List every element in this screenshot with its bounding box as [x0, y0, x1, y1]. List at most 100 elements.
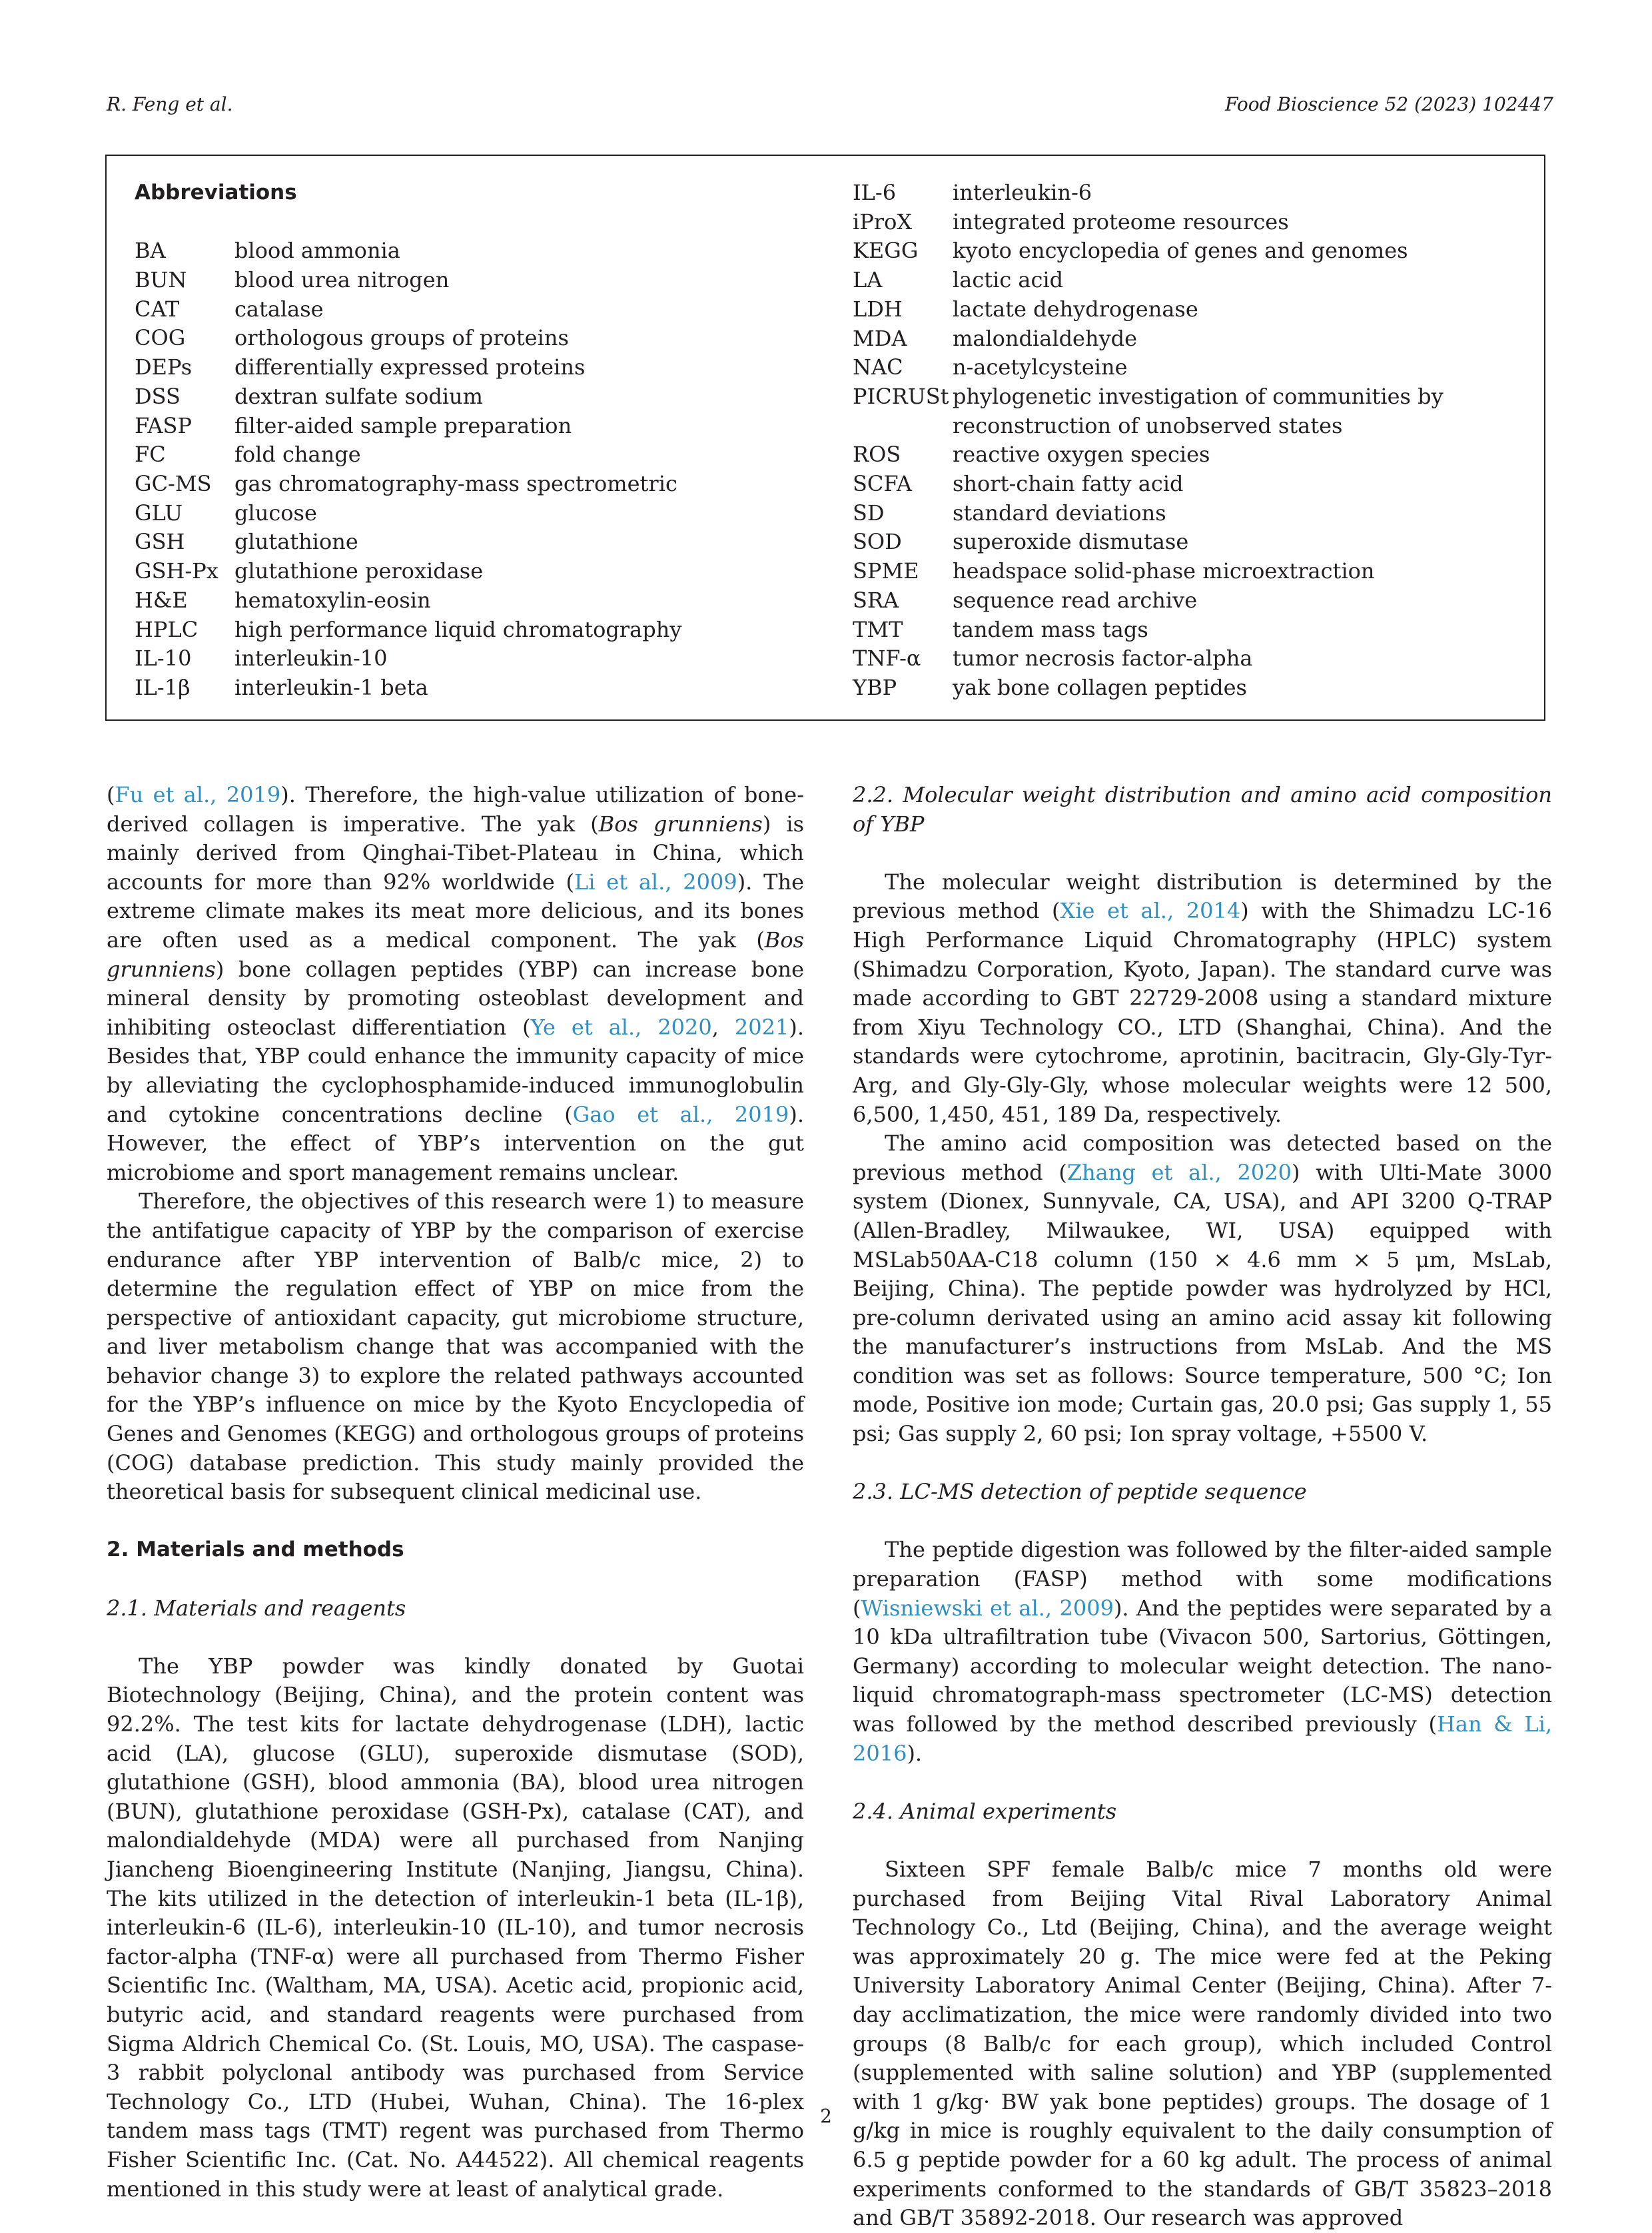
citation-link[interactable]: Li et al., 2009 — [574, 869, 737, 895]
abbreviation-row: IL-1β interleukin-1 beta — [135, 673, 801, 703]
abbreviation-row: BA blood ammonia — [135, 236, 801, 266]
abbreviation-definition: interleukin-1 beta — [234, 674, 428, 700]
abbreviation-term: SD — [853, 500, 885, 526]
abbreviation-definition: filter-aided sample preparation — [234, 412, 572, 438]
abbreviation-term: GSH — [135, 529, 185, 555]
paragraph-amino-acid: The amino acid composition was detected … — [853, 1130, 1553, 1447]
abbreviation-term: TMT — [853, 616, 903, 642]
abbreviation-definition: hematoxylin-eosin — [234, 587, 431, 613]
abbreviation-term: HPLC — [135, 616, 199, 642]
abbreviation-definition: lactate dehydrogenase — [953, 296, 1198, 322]
abbreviation-definition: orthologous groups of proteins — [234, 325, 569, 351]
section-heading: 2. Materials and methods — [107, 1538, 404, 1562]
citation-link[interactable]: Zhang et al., 2020 — [1066, 1159, 1292, 1185]
abbreviation-definition: blood urea nitrogen — [234, 267, 450, 293]
abbreviation-term: H&E — [135, 587, 188, 613]
abbreviation-definition: superoxide dismutase — [953, 529, 1189, 555]
abbreviation-row: BUN blood urea nitrogen — [135, 266, 801, 295]
abbreviation-row: HPLC high performance liquid chromatograp… — [135, 616, 801, 645]
abbreviation-definition: phylogenetic investigation of communitie… — [953, 383, 1444, 438]
abbreviation-row: GLU glucose — [135, 499, 801, 528]
citation-link[interactable]: Fu et al., 2019 — [115, 782, 281, 807]
abbreviation-term: IL-6 — [853, 180, 897, 205]
citation-link[interactable]: 2021 — [734, 1014, 789, 1040]
abbreviation-term: BA — [135, 238, 166, 264]
abbreviation-term: FC — [135, 442, 166, 468]
abbreviation-term: DEPs — [135, 354, 193, 380]
abbreviation-term: MDA — [853, 325, 907, 351]
abbreviation-term: iProX — [853, 209, 913, 234]
abbreviation-definition: gas chromatography-mass spectrometric — [234, 471, 677, 496]
abbreviation-term: LDH — [853, 296, 903, 322]
citation-link[interactable]: Ye et al., 2020 — [530, 1014, 712, 1040]
abbreviation-definition: high performance liquid chromatography — [234, 616, 682, 642]
right-text-column: 2.2. Molecular weight distribution and a… — [853, 781, 1552, 2233]
abbreviation-definition: blood ammonia — [234, 238, 400, 264]
abbreviation-definition: catalase — [234, 296, 324, 322]
citation-link[interactable]: Han & Li, 2016 — [853, 1711, 1553, 1766]
abbreviation-row: TMT tandem mass tags — [853, 616, 1519, 645]
abbreviation-term: TNF-α — [853, 646, 921, 671]
abbreviations-title: Abbreviations — [135, 181, 297, 205]
abbreviation-row: H&E hematoxylin-eosin — [135, 586, 801, 616]
paragraph-lcms: The peptide digestion was followed by th… — [853, 1537, 1553, 1766]
left-text-column: (Fu et al., 2019). Therefore, the high-v… — [107, 781, 804, 2204]
abbreviation-definition: tandem mass tags — [953, 616, 1148, 642]
abbreviation-term: IL-1β — [135, 674, 191, 700]
citation-link[interactable]: Xie et al., 2014 — [1060, 898, 1241, 924]
abbreviation-term: FASP — [135, 412, 192, 438]
abbreviation-row: SCFA short-chain fatty acid — [853, 470, 1519, 499]
citation-link[interactable]: Wisniewski et al., 2009 — [861, 1595, 1114, 1621]
abbreviation-definition: lactic acid — [953, 267, 1064, 293]
paragraph-objectives: Therefore, the objectives of this resear… — [107, 1188, 804, 1505]
abbreviation-term: CAT — [135, 296, 180, 322]
abbreviation-definition: interleukin-10 — [234, 646, 388, 671]
abbreviation-definition: headspace solid-phase microextraction — [953, 558, 1375, 584]
abbreviation-term: GSH-Px — [135, 558, 218, 584]
page-number: 2 — [820, 2105, 832, 2127]
abbreviation-row: DSS dextran sulfate sodium — [135, 382, 801, 412]
abbreviation-definition: yak bone collagen peptides — [953, 674, 1247, 700]
abbreviation-definition: n-acetylcysteine — [953, 354, 1128, 380]
abbreviation-term: GC-MS — [135, 471, 212, 496]
abbreviation-definition: kyoto encyclopedia of genes and genomes — [953, 238, 1408, 264]
abbreviation-term: COG — [135, 325, 186, 351]
abbreviation-definition: dextran sulfate sodium — [234, 383, 483, 409]
abbreviation-term: BUN — [135, 267, 187, 293]
abbreviation-definition: short-chain fatty acid — [953, 471, 1184, 497]
abbreviation-term: SRA — [853, 587, 899, 613]
abbreviation-term: YBP — [853, 674, 897, 700]
abbreviation-definition: reactive oxygen species — [953, 442, 1210, 468]
subsection-heading: 2.3. LC-MS detection of peptide sequence — [853, 1479, 1307, 1505]
abbreviation-definition: glucose — [234, 500, 317, 526]
running-header-authors: R. Feng et al. — [107, 93, 233, 115]
abbreviation-term: PICRUSt — [853, 383, 949, 409]
abbreviation-row: COG orthologous groups of proteins — [135, 324, 801, 353]
subsection-heading: 2.4. Animal experiments — [853, 1798, 1117, 1824]
abbreviation-term: NAC — [853, 354, 903, 380]
abbreviation-term: GLU — [135, 500, 183, 526]
paragraph-materials: The YBP powder was kindly donated by Guo… — [107, 1653, 804, 2202]
abbreviation-row: LDH lactate dehydrogenase — [853, 295, 1519, 324]
abbreviation-term: DSS — [135, 383, 181, 409]
paragraph-intro: (Fu et al., 2019). Therefore, the high-v… — [107, 782, 805, 1185]
abbreviation-term: SCFA — [853, 471, 912, 497]
abbreviation-row: GC-MS gas chromatography-mass spectrometr… — [135, 470, 801, 499]
citation-link[interactable]: Gao et al., 2019 — [572, 1101, 789, 1127]
